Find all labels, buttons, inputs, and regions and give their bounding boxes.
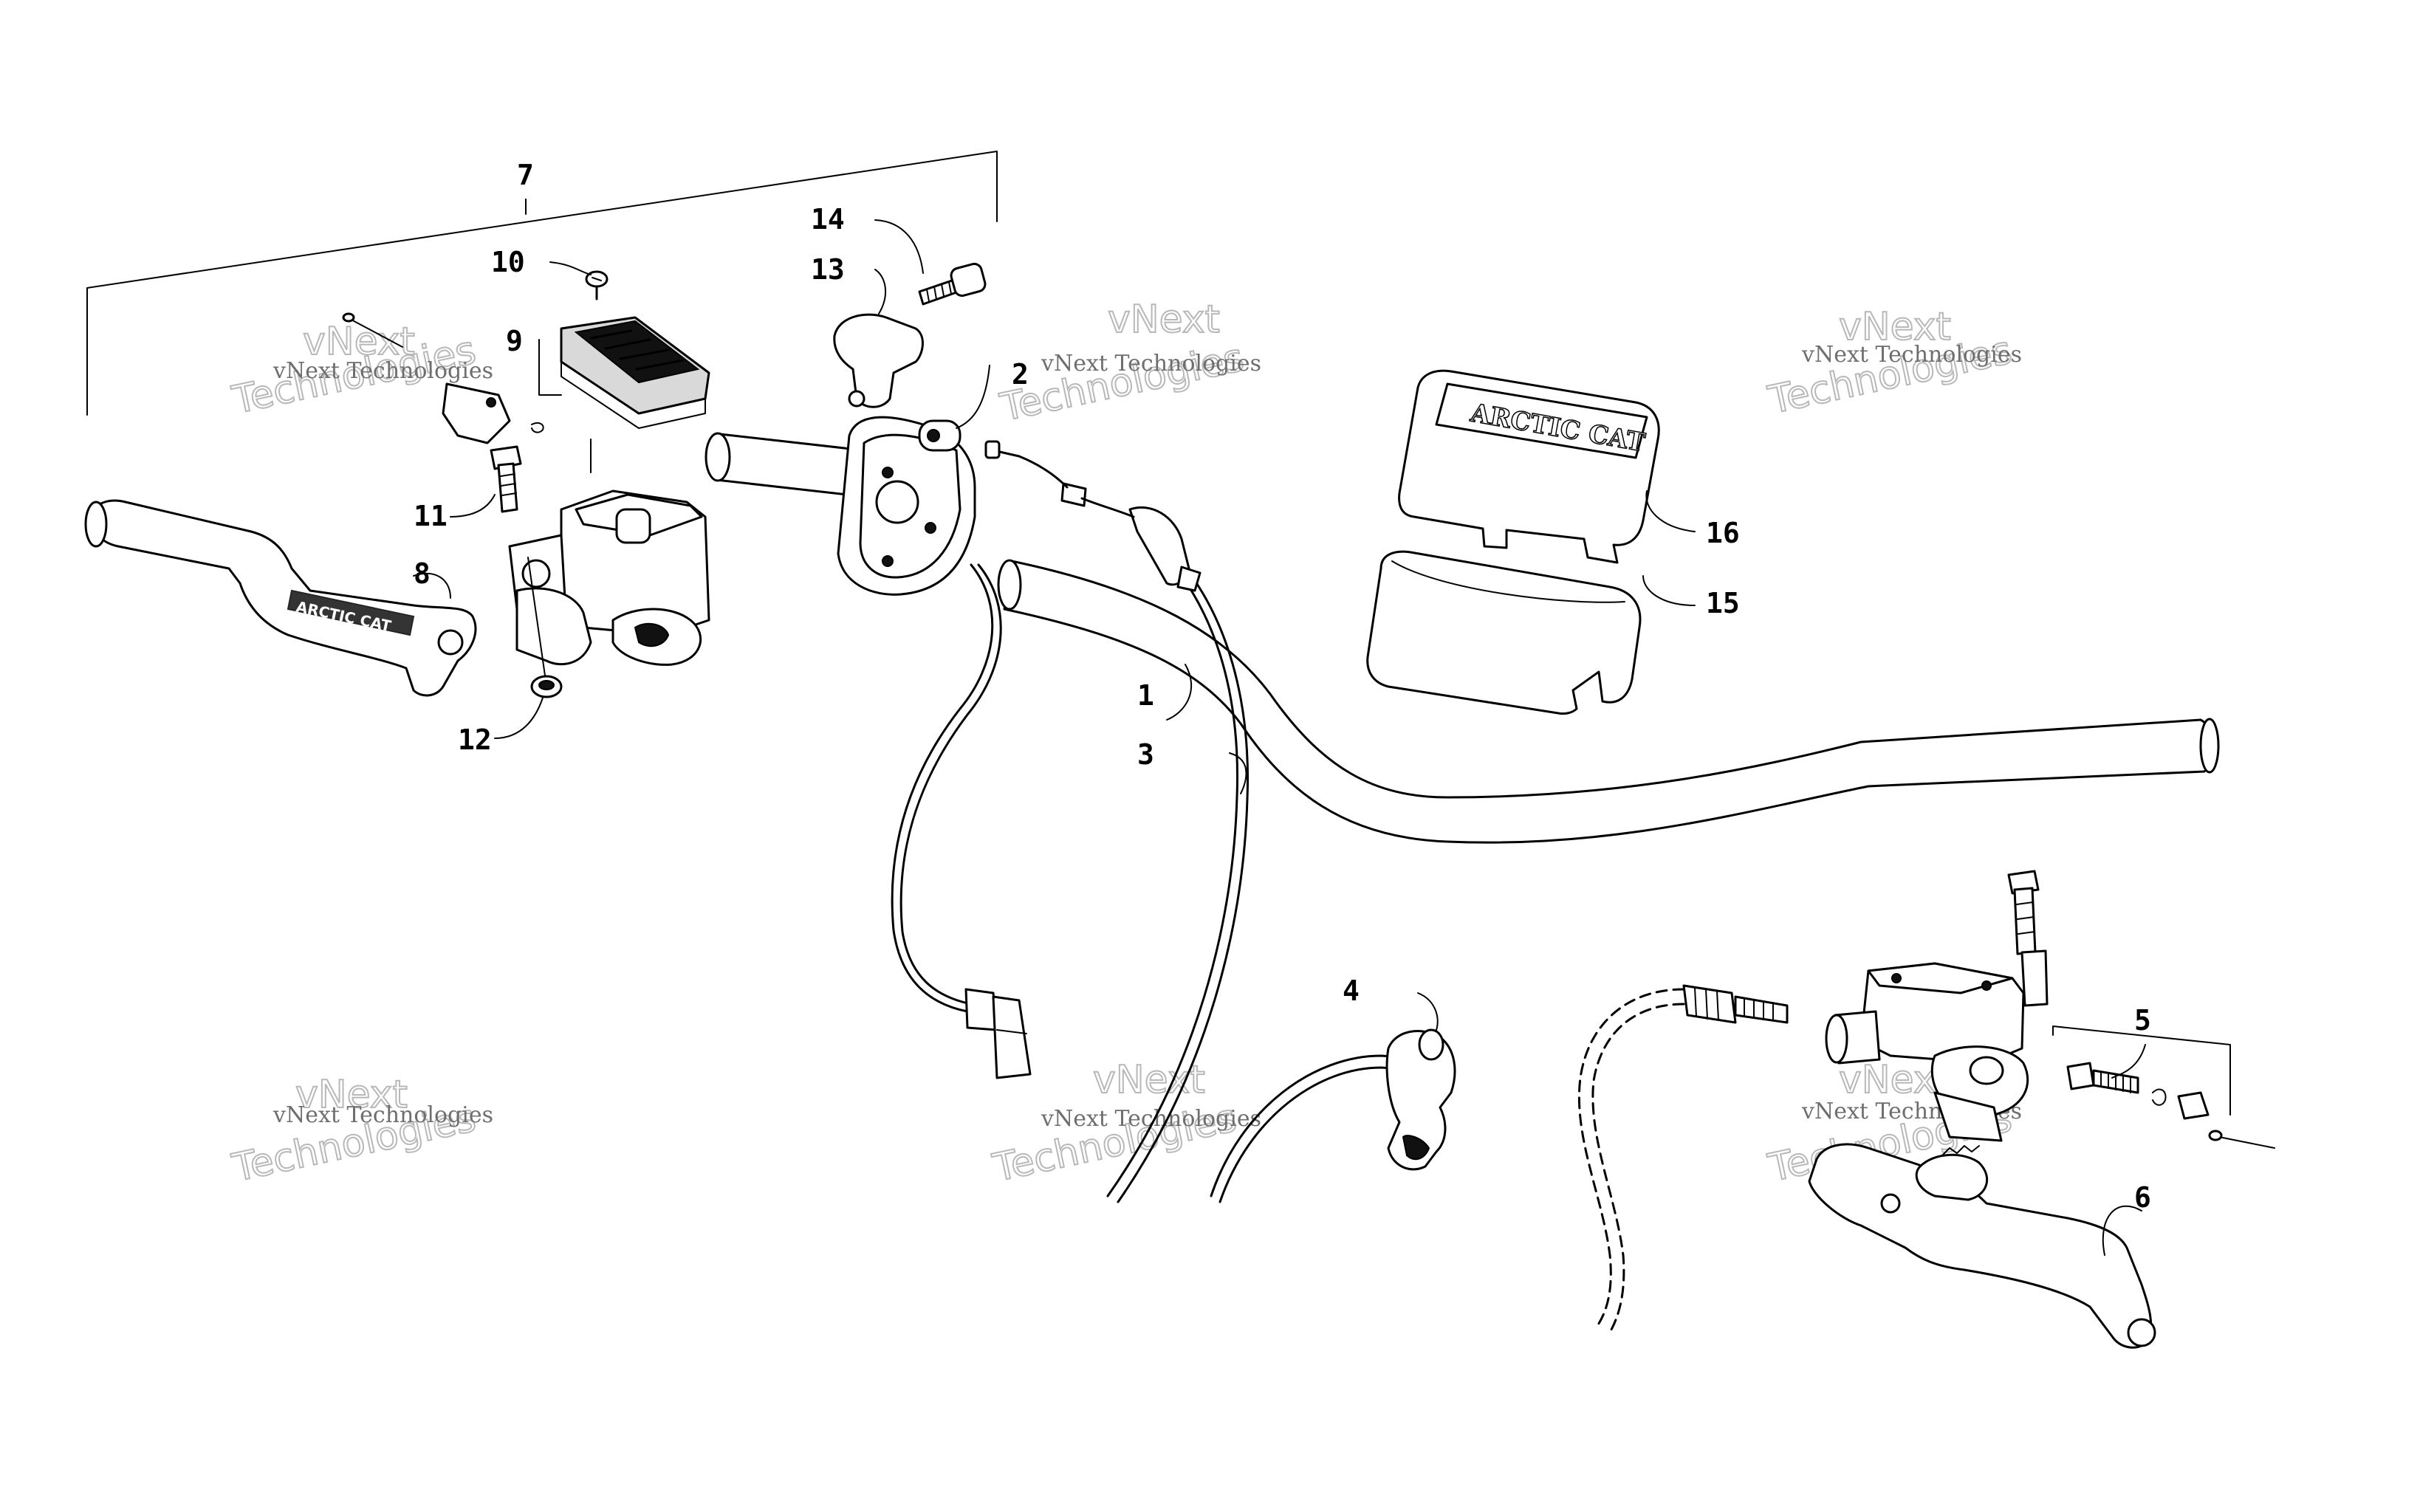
reservoir-screw-10 [585, 270, 609, 300]
callout-5: 5 [2134, 1004, 2151, 1037]
brake-master-cylinder-left [508, 489, 710, 666]
watermark-text-a: vNext [1093, 1058, 1205, 1102]
callout-16: 16 [1706, 517, 1740, 549]
callout-14: 14 [811, 203, 845, 236]
watermark-text-small: vNext Technologies [1801, 342, 2022, 368]
pivot-bolt-11 [490, 445, 522, 513]
watermark-text-a: vNext [1839, 305, 1951, 349]
watermark-text-small: vNext Technologies [272, 358, 493, 384]
watermark-text-a: vNext [295, 1073, 408, 1117]
clamp-bolt-14 [918, 262, 987, 306]
watermark-text-a: vNext [1108, 298, 1220, 342]
watermark-text-b: Technologies [996, 336, 1247, 430]
throttle-housing-2 [837, 416, 976, 596]
clutch-bolt [2007, 870, 2049, 1007]
callout-1: 1 [1137, 679, 1154, 712]
callout-12: 12 [458, 724, 492, 756]
bracket-9 [538, 339, 562, 396]
callout-4: 4 [1343, 975, 1360, 1007]
leader-lines [413, 199, 2146, 1256]
clutch-cable-dashed [1577, 984, 1789, 1336]
callout-9: 9 [506, 325, 523, 357]
clutch-housing [1825, 962, 2029, 1142]
throttle-cable-3 [984, 440, 1250, 1203]
pivot-nut-12 [527, 557, 563, 698]
callout-6: 6 [2134, 1181, 2151, 1214]
handlebar-pad-cover-16: ARCTIC CAT [1398, 369, 1660, 564]
watermark-text-small: vNext Technologies [1041, 351, 1261, 377]
watermark-top-right: vNext Technologies vNext Technologies [1763, 304, 2022, 424]
callout-2: 2 [1012, 358, 1029, 391]
clutch-lever-6 [1808, 1143, 2156, 1349]
throttle-switch-wire [891, 563, 1032, 1079]
callout-labels: 7 14 13 10 9 2 16 15 11 8 1 3 12 4 5 6 [414, 159, 2151, 1214]
callout-3: 3 [1137, 738, 1154, 771]
switch-bracket [342, 312, 544, 444]
watermark-top-center: vNext Technologies vNext Technologies [995, 297, 1261, 431]
callout-13: 13 [811, 253, 845, 286]
watermark-text-a: vNext [303, 320, 415, 364]
adjuster-5 [2052, 1025, 2275, 1149]
throttle-lever-4 [1210, 1028, 1456, 1203]
callout-10: 10 [491, 246, 525, 278]
handlebar-pad-15 [1366, 550, 1642, 715]
handlebar [705, 432, 2220, 844]
brake-lever-8: ARCTIC CAT ARCTIC CAT [84, 499, 477, 697]
callout-11: 11 [414, 500, 448, 532]
reservoir-cover-9 [560, 316, 710, 429]
watermark-bottom-left: vNext Technologies vNext Technologies [227, 1072, 493, 1192]
callout-8: 8 [414, 557, 431, 590]
watermark-text-small: vNext Technologies [272, 1102, 493, 1128]
throttle-clamp-13 [833, 313, 924, 408]
callout-15: 15 [1706, 587, 1740, 619]
callout-7: 7 [517, 159, 534, 191]
